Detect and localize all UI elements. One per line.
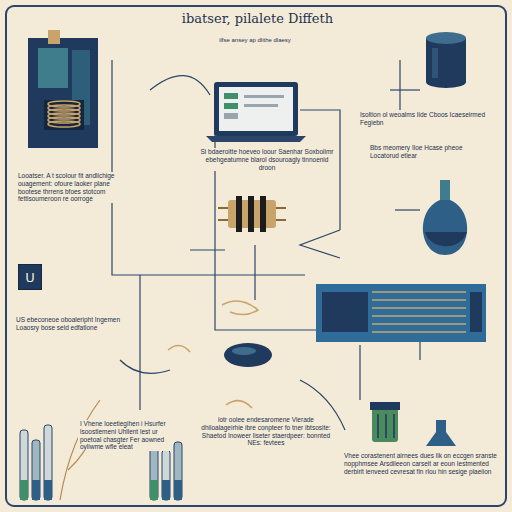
- flask: [423, 180, 467, 255]
- small-flask: [426, 420, 456, 446]
- note-text: Isoltion ol weoalms Iide Cboos Icaeseirm…: [358, 111, 498, 127]
- note-text: Vhee corastenent airnees dues lik on ecc…: [342, 452, 502, 475]
- note-text: I Vhene loeetiegihen i Hsurfer lsoostlem…: [78, 420, 173, 451]
- frame: [6, 6, 506, 506]
- note-text: US ebeconeoe oboaleripht Ingemen Loaosry…: [14, 316, 132, 332]
- note-text: Si bdaeroitte hoeveo loour Saenhar Soxbo…: [196, 148, 338, 171]
- capsule: [224, 343, 272, 367]
- transistor: [218, 196, 286, 232]
- laptop: [206, 82, 306, 142]
- cylinder: [426, 32, 466, 88]
- letter-box: U: [18, 264, 42, 290]
- circuit-board: [316, 284, 486, 342]
- note-text: lotr oolee endesaromene Vierade dhiloala…: [196, 416, 336, 447]
- bird-sketch: [168, 301, 258, 408]
- jar: [370, 402, 400, 442]
- note-text: Bbs meomery Iloe Hcase pheoe Locatorud e…: [368, 144, 476, 160]
- coil: [48, 101, 80, 127]
- lab-machine: [28, 30, 98, 148]
- box-letter: U: [25, 270, 35, 285]
- note-text: Looatser. A t scolour fit andlichige oua…: [16, 172, 128, 203]
- note-text: ilfse ansey ap dlithe dlaesy: [205, 37, 305, 44]
- title: ibatser, pilalete Diffeth: [170, 11, 345, 27]
